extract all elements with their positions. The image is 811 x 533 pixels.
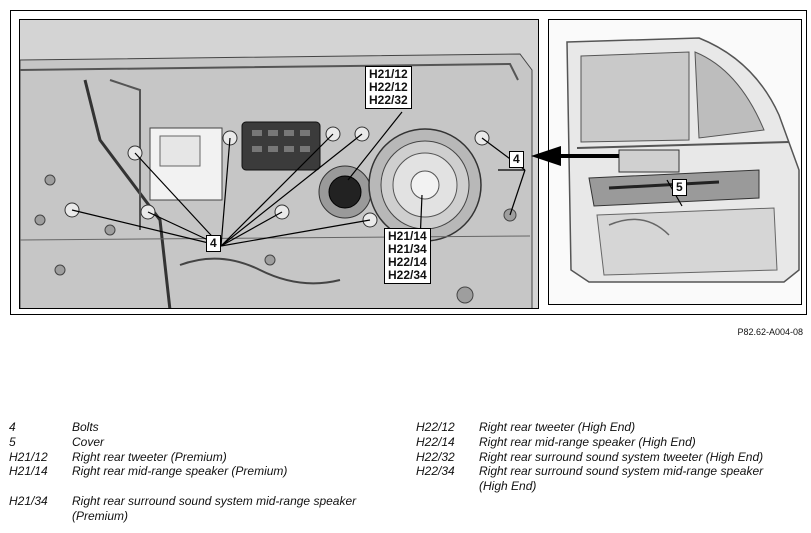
legend-code: H22/12 — [416, 420, 455, 434]
figure-reference: P82.62-A004-08 — [737, 327, 803, 337]
legend-code: H22/14 — [416, 434, 455, 449]
legend-desc: Right rear tweeter (Premium) — [72, 449, 227, 464]
callout-line: H21/14 — [388, 229, 427, 243]
callout-line: H22/14 — [388, 255, 427, 269]
callout-line: H22/34 — [388, 268, 427, 282]
legend-row: 5 Cover — [9, 435, 374, 450]
legend-row: H22/12 Right rear tweeter (High End) — [416, 420, 786, 435]
legend-code: H21/14 — [9, 464, 48, 479]
legend-desc: Right rear surround sound system mid-ran… — [72, 494, 357, 523]
legend-desc: Right rear tweeter (High End) — [479, 420, 636, 434]
legend-desc: Right rear mid-range speaker (High End) — [479, 434, 696, 449]
legend-desc: Right rear mid-range speaker (Premium) — [72, 464, 288, 479]
callout-line: H21/12 — [369, 67, 408, 81]
legend-row: H22/32 Right rear surround sound system … — [416, 450, 786, 465]
midrange-callout: H21/14 H21/34 H22/14 H22/34 — [384, 228, 431, 284]
bolts-callout-right: 4 — [509, 151, 524, 168]
cover-callout: 5 — [672, 179, 687, 196]
callout-line: H22/32 — [369, 93, 408, 107]
bolts-callout-left: 4 — [206, 235, 221, 252]
door-overview-illustration — [548, 19, 802, 305]
legend-right: H22/12 Right rear tweeter (High End) H22… — [416, 420, 786, 494]
legend-row: H21/34 Right rear surround sound system … — [9, 494, 374, 524]
legend-code: H21/12 — [9, 449, 48, 464]
legend-row: H21/14 Right rear mid-range speaker (Pre… — [9, 464, 374, 479]
legend-code: H21/34 — [9, 494, 48, 509]
legend-code: H22/32 — [416, 449, 455, 464]
figure-frame: H21/12 H22/12 H22/32 H21/14 H21/34 H22/1… — [10, 10, 807, 315]
legend-row: H22/34 Right rear surround sound system … — [416, 464, 786, 494]
legend-desc: Cover — [72, 434, 105, 449]
legend-code: H22/34 — [416, 464, 455, 479]
zoom-arrow — [531, 146, 619, 166]
door-detail-illustration — [19, 19, 539, 309]
door-overview-drawing — [549, 20, 801, 304]
callout-line: H22/12 — [369, 80, 408, 94]
legend-row: 4 Bolts — [9, 420, 374, 435]
tweeter-callout: H21/12 H22/12 H22/32 — [365, 66, 412, 109]
door-detail-drawing — [20, 20, 538, 308]
legend-code: 4 — [9, 420, 16, 434]
legend-left: 4 Bolts 5 Cover H21/12 Right rear tweete… — [9, 420, 374, 524]
legend-desc: Right rear surround sound system tweeter… — [479, 449, 764, 464]
legend-row: H22/14 Right rear mid-range speaker (Hig… — [416, 435, 786, 450]
legend-desc: Bolts — [72, 420, 99, 434]
legend-row: H21/12 Right rear tweeter (Premium) — [9, 450, 374, 465]
legend-code: 5 — [9, 434, 16, 449]
legend-desc: Right rear surround sound system mid-ran… — [479, 464, 764, 494]
callout-line: H21/34 — [388, 242, 427, 256]
